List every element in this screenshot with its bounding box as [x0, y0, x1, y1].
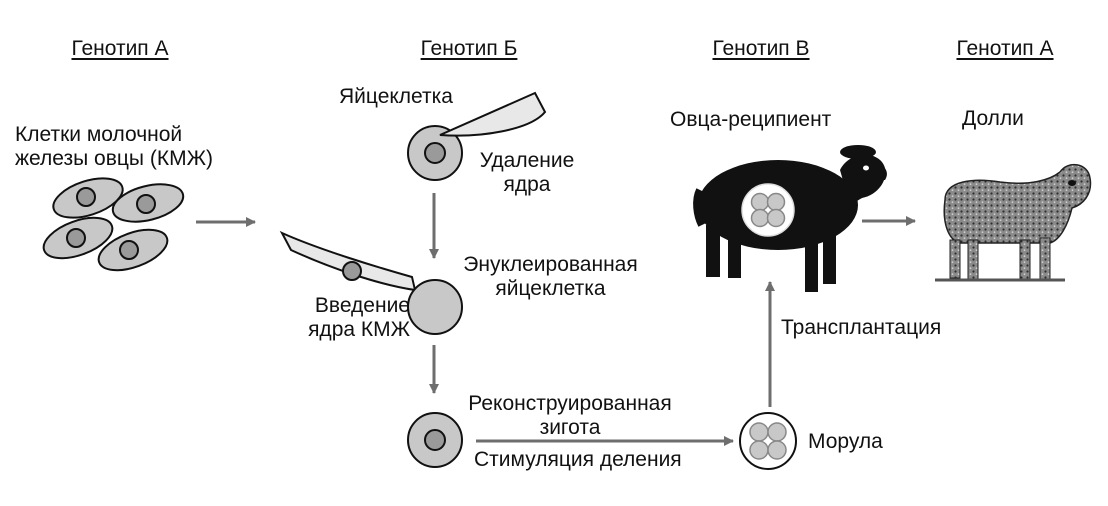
- reconstructed-zygote: [407, 412, 463, 468]
- genotype-v-header: Генотип В: [712, 37, 810, 60]
- mammary-cells-label: Клетки молочной железы овцы (КМЖ): [15, 123, 213, 170]
- nucleus: [119, 240, 139, 260]
- enucleated-egg-label: Энуклеированная яйцеклетка: [463, 253, 638, 300]
- genotype-a-dolly-header: Генотип А: [956, 37, 1054, 60]
- mammary-cell: [52, 177, 124, 219]
- mammary-cell: [97, 228, 169, 272]
- nucleus: [66, 228, 86, 248]
- nucleus: [136, 194, 156, 214]
- mammary-cell: [42, 216, 114, 260]
- removal-pipette: [439, 91, 547, 137]
- nucleus: [76, 187, 96, 207]
- injected-nucleus: [342, 261, 362, 281]
- embryo-in-uterus: [741, 183, 795, 237]
- morula: [739, 412, 797, 470]
- nucleus-removal-label: Удаление ядра: [479, 149, 575, 196]
- recipient-sheep: [693, 145, 887, 292]
- stimulation-label: Стимуляция деления: [474, 448, 682, 471]
- dolly-sheep: [935, 163, 1092, 282]
- injection-pipette: [279, 230, 417, 292]
- transplantation-label: Трансплантация: [781, 316, 942, 339]
- nucleus: [424, 142, 446, 164]
- egg-label: Яйцеклетка: [339, 85, 453, 108]
- recipient-sheep-label: Овца-реципиент: [670, 108, 832, 131]
- nucleus: [424, 429, 446, 451]
- enucleated-egg: [407, 279, 463, 335]
- reconstructed-zygote-label: Реконструированная зигота: [468, 392, 672, 439]
- dolly-label: Долли: [962, 107, 1024, 130]
- genotype-a-header: Генотип А: [71, 37, 169, 60]
- morula-label: Морула: [808, 430, 883, 453]
- mammary-cell: [111, 183, 185, 223]
- mammary-cells: [42, 177, 185, 272]
- injection-label: Введение ядра КМЖ: [308, 294, 410, 341]
- egg-cell: [407, 125, 463, 181]
- genotype-b-header: Генотип Б: [420, 37, 518, 60]
